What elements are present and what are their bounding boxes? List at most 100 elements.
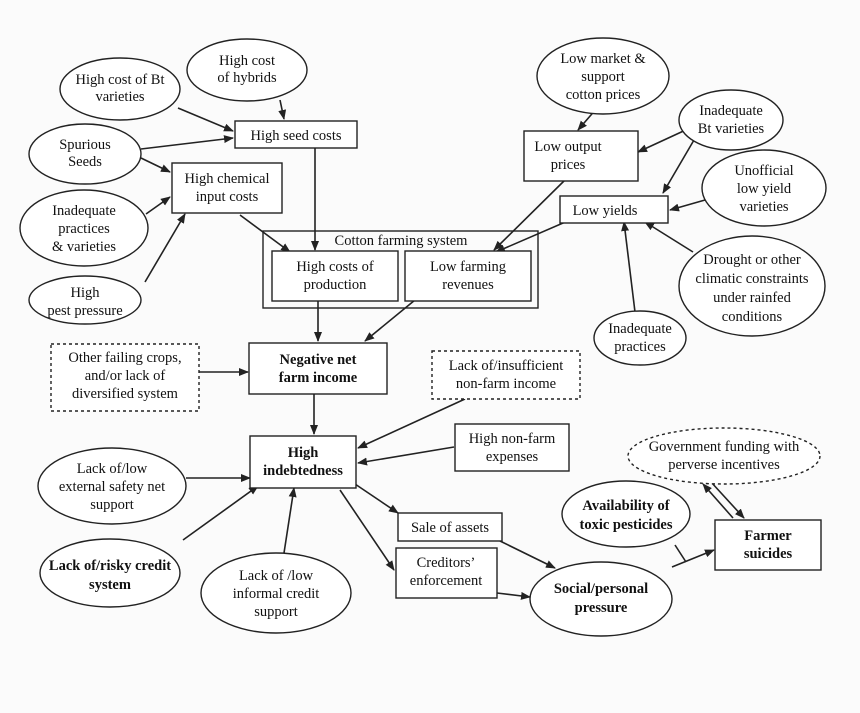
node-label-line: Negative net bbox=[280, 352, 357, 368]
arrow-indebtedness-to-assets bbox=[354, 483, 399, 514]
node-label-line: High cost bbox=[219, 53, 275, 69]
inadequate-practices-varieties-label: Inadequate practices & varieties bbox=[52, 203, 116, 255]
arrow-drought-to-yields bbox=[644, 221, 694, 253]
node-label-line: Low yields bbox=[573, 203, 638, 219]
farmer-suicides-label: Farmer suicides bbox=[744, 528, 793, 562]
arrow-creditors-to-social bbox=[496, 591, 531, 600]
arrow-social-to-suicides bbox=[671, 549, 715, 568]
high-indebtedness-label: High indebtedness bbox=[263, 445, 343, 479]
arrow-practices-to-yields bbox=[621, 221, 636, 313]
node-low-output bbox=[523, 130, 639, 182]
creditors-label: Creditors’enforcement bbox=[410, 555, 482, 589]
node-label-line: Drought or other bbox=[703, 252, 801, 268]
node-drought bbox=[678, 235, 826, 337]
node-label-line: Seeds bbox=[68, 154, 102, 170]
node-availability bbox=[561, 480, 691, 548]
node-label-line: Low market & bbox=[560, 51, 646, 67]
node-unofficial bbox=[701, 149, 827, 227]
node-label-line: & varieties bbox=[52, 239, 116, 255]
node-label-line: suicides bbox=[744, 546, 793, 562]
node-label-line: High bbox=[71, 285, 101, 301]
node-label-line: support bbox=[254, 604, 298, 620]
node-label-line: Other failing crops, bbox=[68, 350, 181, 366]
node-other-failing bbox=[50, 343, 200, 412]
node-lack-credit bbox=[39, 538, 181, 608]
node-label-line: Inadequate bbox=[608, 321, 672, 337]
cotton-system-group bbox=[262, 230, 539, 309]
arrow-informal-to-indebtedness bbox=[283, 487, 297, 554]
node-label-line: Lack of /low bbox=[239, 568, 314, 584]
arrow-assets-to-social bbox=[499, 540, 556, 569]
node-label-line: High costs of bbox=[296, 259, 374, 275]
arrow-btcost-to-seedcosts bbox=[177, 107, 234, 132]
high-seed-costs-label: High seed costs bbox=[250, 128, 341, 144]
node-label-line: Inadequate bbox=[52, 203, 116, 219]
arrow-chemical-to-production bbox=[239, 214, 291, 253]
arrow-unofficial-to-yields bbox=[669, 199, 706, 212]
node-label-line: indebtedness bbox=[263, 463, 343, 479]
node-label-line: external safety net bbox=[59, 479, 165, 495]
node-high-seed-costs bbox=[234, 120, 358, 149]
node-label-line: Unofficial bbox=[734, 163, 793, 179]
node-label-line: non-farm income bbox=[456, 376, 556, 392]
node-low-yields bbox=[559, 195, 669, 224]
node-label-line: diversified system bbox=[72, 386, 179, 402]
node-label-line: High non-farm bbox=[469, 431, 556, 447]
node-label-line: Farmer bbox=[744, 528, 792, 544]
node-label-line: production bbox=[304, 277, 368, 293]
node-label-line: practices bbox=[58, 221, 110, 237]
arrow-spurious-to-seedcosts bbox=[140, 135, 234, 150]
node-label-line: Creditors’ bbox=[417, 555, 476, 571]
node-inadequate-bt bbox=[678, 89, 784, 151]
node-lack-informal bbox=[200, 552, 352, 634]
arrow-spurious-to-chemical bbox=[140, 157, 171, 173]
node-inadequate-practices bbox=[593, 310, 687, 366]
cotton-system-label: Cotton farming system bbox=[335, 233, 469, 249]
arrow-hybrids-to-seedcosts bbox=[278, 99, 287, 120]
node-high-indebtedness bbox=[249, 435, 357, 489]
arrow-btvar-to-output bbox=[637, 127, 691, 153]
node-label-line: prices bbox=[551, 157, 586, 173]
node-high-chemical bbox=[171, 162, 283, 214]
node-label-line: Cotton farming system bbox=[335, 233, 469, 249]
connectors bbox=[140, 99, 745, 600]
arrow-practices-to-chemical bbox=[145, 196, 171, 215]
node-creditors bbox=[395, 547, 498, 599]
arrow-credit-to-indebtedness bbox=[182, 485, 259, 541]
arrow-output-to-revenues bbox=[493, 179, 566, 251]
node-high-cost-hybrids bbox=[186, 38, 308, 102]
node-label-line: input costs bbox=[196, 189, 259, 205]
line-availability-to-social bbox=[674, 544, 687, 563]
social-label: Social/personal pressure bbox=[554, 581, 648, 616]
arrow-indebtedness-to-creditors bbox=[339, 489, 395, 571]
node-label-line: Availability of bbox=[582, 498, 669, 514]
node-label-line: practices bbox=[614, 339, 666, 355]
node-label-line: of hybrids bbox=[217, 70, 277, 86]
node-label-line: and/or lack of bbox=[85, 368, 166, 384]
node-spurious-seeds bbox=[28, 123, 142, 185]
node-label-line: Low farming bbox=[430, 259, 506, 275]
node-label-line: pressure bbox=[575, 600, 628, 616]
node-farmer-suicides bbox=[714, 519, 822, 571]
node-label-line: High bbox=[288, 445, 319, 461]
node-label-line: Social/personal bbox=[554, 581, 648, 597]
node-label-line: Government funding with bbox=[649, 439, 800, 455]
arrow-government-to-suicides bbox=[710, 481, 745, 519]
node-label-line: cotton prices bbox=[566, 87, 641, 103]
arrow-pest-to-chemical bbox=[144, 213, 186, 283]
arrow-suicides-to-government bbox=[702, 483, 734, 519]
low-yields-label: Low yields bbox=[573, 203, 638, 219]
node-label-line: low yield bbox=[737, 181, 792, 197]
node-lack-nonfarm bbox=[431, 350, 581, 400]
node-label-line: Inadequate bbox=[699, 103, 763, 119]
